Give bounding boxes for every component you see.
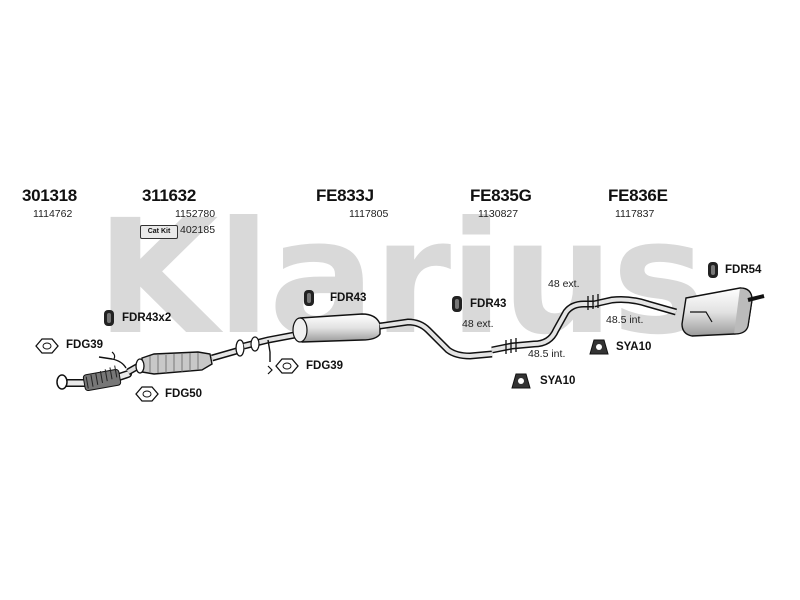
cat-kit-badge: Cat Kit [140, 225, 178, 239]
part-code-301318: 301318 [22, 186, 77, 205]
part-code-fe833j: FE833J [316, 186, 374, 205]
label-fdg50: FDG50 [165, 388, 203, 400]
flange-icon [56, 374, 68, 390]
label-fdr54: FDR54 [725, 264, 762, 276]
part-ref-fe835g: 1130827 [478, 208, 519, 220]
middle-silencer-part [243, 313, 493, 375]
intermediate-pipe-part [491, 300, 594, 354]
label-fdg39-mid: FDG39 [306, 360, 344, 372]
gasket-icon [275, 358, 299, 374]
front-pipe-part [56, 351, 132, 392]
label-sya10-upper: SYA10 [616, 341, 652, 353]
rubber-mount-icon [104, 310, 114, 326]
rubber-mount-icon [452, 296, 462, 312]
note-485-int-mid: 48.5 int. [528, 348, 566, 360]
note-485-int-right: 48.5 int. [606, 314, 644, 326]
label-fdg39-left: FDG39 [66, 339, 104, 351]
part-ref-311632: 1152780 [175, 208, 216, 220]
note-48-ext-right: 48 ext. [548, 278, 580, 290]
rubber-mount-icon [708, 262, 718, 278]
label-fdr43-mid: FDR43 [330, 292, 367, 304]
hanger-icon [589, 339, 609, 355]
gasket-icon [135, 386, 159, 402]
catalytic-converter-part [126, 339, 245, 376]
label-sya10-lower: SYA10 [540, 375, 576, 387]
rubber-mount-icon [304, 290, 314, 306]
part-ref-fe836e: 1117837 [615, 208, 655, 220]
gasket-icon [35, 338, 59, 354]
label-fdr43-right: FDR43 [470, 298, 507, 310]
part-code-311632: 311632 [142, 186, 196, 205]
cat-kit-ref: 402185 [180, 224, 216, 236]
hanger-icon [511, 373, 531, 389]
note-48-ext-mid: 48 ext. [462, 318, 494, 330]
part-code-fe836e: FE836E [608, 186, 668, 205]
part-ref-301318: 1114762 [33, 208, 73, 220]
flange-icon [235, 339, 245, 357]
label-fdr43x2: FDR43x2 [122, 312, 172, 324]
rear-silencer-part [587, 287, 765, 337]
part-ref-fe833j: 1117805 [349, 208, 389, 220]
part-code-fe835g: FE835G [470, 186, 532, 205]
